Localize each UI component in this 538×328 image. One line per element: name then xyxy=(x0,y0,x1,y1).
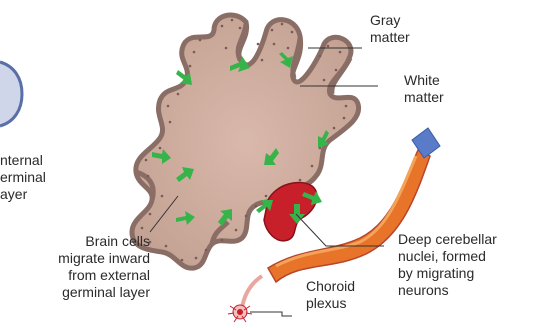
choroid-tube xyxy=(242,276,262,308)
label-external-germinal-layer-partial: nternal erminal ayer xyxy=(0,152,46,203)
left-structure-edge xyxy=(0,62,22,126)
label-choroid-plexus: Choroid plexus xyxy=(306,278,355,312)
label-brain-cells-migrate: Brain cells migrate inward from external… xyxy=(42,233,150,301)
label-white-matter: White matter xyxy=(404,72,444,106)
label-gray-matter: Gray matter xyxy=(370,12,410,46)
label-deep-cerebellar-nuclei: Deep cerebellar nuclei, formed by migrat… xyxy=(398,231,497,299)
leader-choroid-plexus xyxy=(250,312,292,316)
choroid-plexus-cluster xyxy=(228,305,252,322)
